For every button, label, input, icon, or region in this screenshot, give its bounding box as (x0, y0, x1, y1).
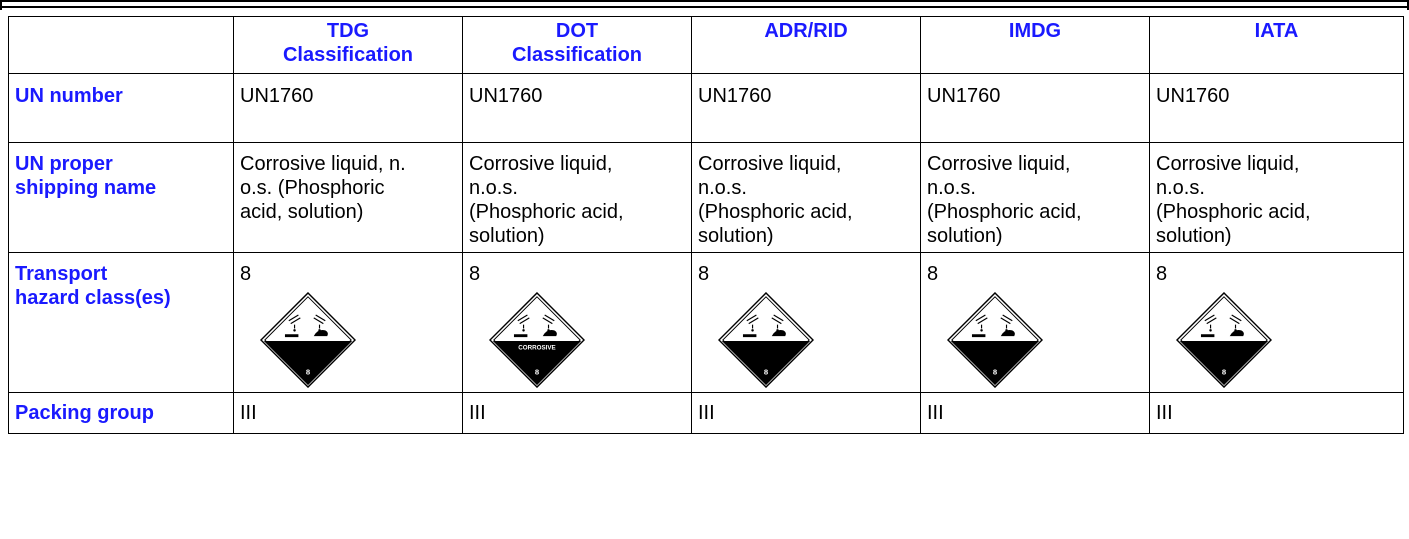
top-rule (0, 0, 1409, 2)
right-rule (1407, 0, 1409, 10)
corrosive-placard-icon: 8 (1176, 292, 1272, 388)
placard-class-number: 8 (993, 368, 998, 377)
col-header-iata: IATA (1149, 16, 1404, 74)
row-header-packing-group: Packing group (8, 392, 234, 434)
cell-shipping-name: Corrosive liquid,n.o.s.(Phosphoric acid,… (920, 142, 1150, 253)
corrosive-placard-icon: 8 (718, 292, 814, 388)
cell-un-number: UN1760 (920, 73, 1150, 143)
cell-packing-group: III (233, 392, 463, 434)
cell-un-number: UN1760 (233, 73, 463, 143)
table-row: UN number UN1760 UN1760 UN1760 UN1760 UN… (8, 73, 1404, 143)
cell-packing-group: III (920, 392, 1150, 434)
cell-packing-group: III (462, 392, 692, 434)
corner-cell (8, 16, 234, 74)
corrosive-placard-icon: 8 (947, 292, 1043, 388)
cell-un-number: UN1760 (1149, 73, 1404, 143)
top-rule-inner (0, 6, 1409, 8)
table-row: Packing group III III III III III (8, 392, 1404, 434)
placard-class-number: 8 (535, 368, 540, 377)
row-header-un-number: UN number (8, 73, 234, 143)
cell-packing-group: III (691, 392, 921, 434)
col-header-adr: ADR/RID (691, 16, 921, 74)
corrosive-placard-icon: 8 CORROSIVE (489, 292, 585, 388)
placard-class-number: 8 (1222, 368, 1227, 377)
placard-class-number: 8 (764, 368, 769, 377)
placard-class-number: 8 (306, 368, 311, 377)
left-rule (0, 0, 2, 10)
cell-shipping-name: Corrosive liquid,n.o.s.(Phosphoric acid,… (691, 142, 921, 253)
placard-corrosive-label: CORROSIVE (518, 345, 555, 352)
cell-shipping-name: Corrosive liquid,n.o.s.(Phosphoric acid,… (462, 142, 692, 253)
cell-un-number: UN1760 (691, 73, 921, 143)
cell-shipping-name: Corrosive liquid,n.o.s.(Phosphoric acid,… (1149, 142, 1404, 253)
col-header-imdg: IMDG (920, 16, 1150, 74)
corrosive-placard-icon: 8 (260, 292, 356, 388)
cell-packing-group: III (1149, 392, 1404, 434)
cell-un-number: UN1760 (462, 73, 692, 143)
